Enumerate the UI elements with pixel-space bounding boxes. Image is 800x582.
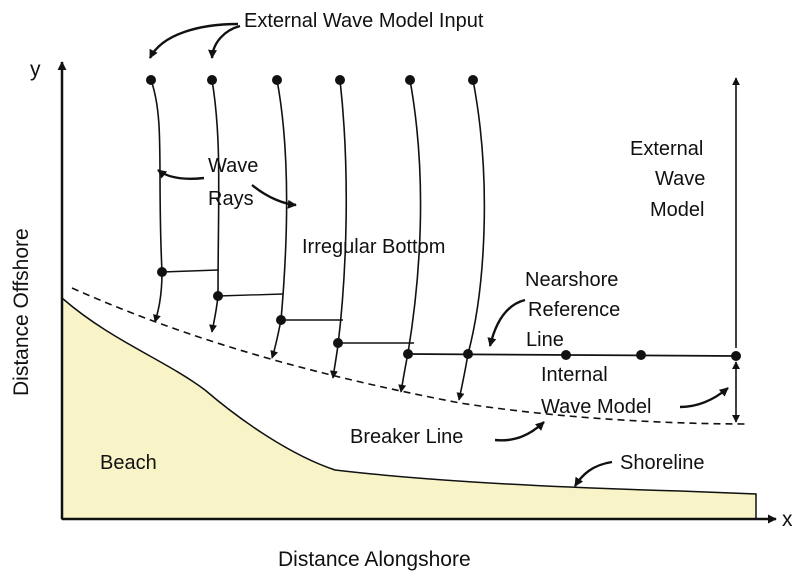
wave-ray-6 (456, 79, 486, 401)
x-axis-symbol: x (782, 508, 793, 531)
callout-arrows (148, 22, 729, 487)
callout-shoreline (573, 460, 613, 487)
label-beach: Beach (100, 452, 157, 474)
callout-breaker (494, 421, 545, 442)
label-shoreline: Shoreline (620, 452, 705, 474)
wave-ray-1 (150, 79, 163, 323)
label-internal-1: Internal (541, 364, 608, 386)
callout-internal (679, 387, 729, 409)
grid-connectors (161, 269, 414, 344)
label-nearshore-1: Nearshore (525, 269, 618, 291)
nearshore-reference-line (407, 353, 737, 357)
callout-rays-right (251, 184, 297, 209)
label-nearshore-3: Line (526, 329, 564, 351)
label-external-model-2: Wave (655, 168, 705, 190)
label-external-input: External Wave Model Input (244, 10, 484, 32)
grid-nodes (146, 75, 741, 361)
label-wave-rays-1: Wave (208, 155, 258, 177)
wave-rays (150, 79, 486, 401)
label-external-model-3: Model (650, 199, 704, 221)
x-axis-title: Distance Alongshore (278, 548, 471, 571)
y-axis-title: Distance Offshore (10, 228, 33, 396)
callout-nearshore (487, 298, 526, 347)
label-nearshore-2: Reference (528, 299, 620, 321)
breaker-line (71, 287, 749, 425)
wave-ray-2 (209, 79, 220, 333)
wave-ray-4 (329, 79, 348, 379)
label-breaker-line: Breaker Line (350, 426, 463, 448)
callout-input-left (148, 22, 239, 59)
y-axis-symbol: y (30, 58, 41, 81)
label-internal-2: Wave Model (541, 396, 651, 418)
label-irregular-bottom: Irregular Bottom (302, 236, 445, 258)
callout-rays-left (157, 169, 205, 180)
callout-input-right (208, 24, 241, 59)
wave-ray-5 (398, 79, 422, 393)
label-external-model-1: External (630, 138, 703, 160)
wave-ray-3 (270, 79, 288, 359)
beach-area (61, 296, 757, 520)
label-wave-rays-2: Rays (208, 188, 254, 210)
